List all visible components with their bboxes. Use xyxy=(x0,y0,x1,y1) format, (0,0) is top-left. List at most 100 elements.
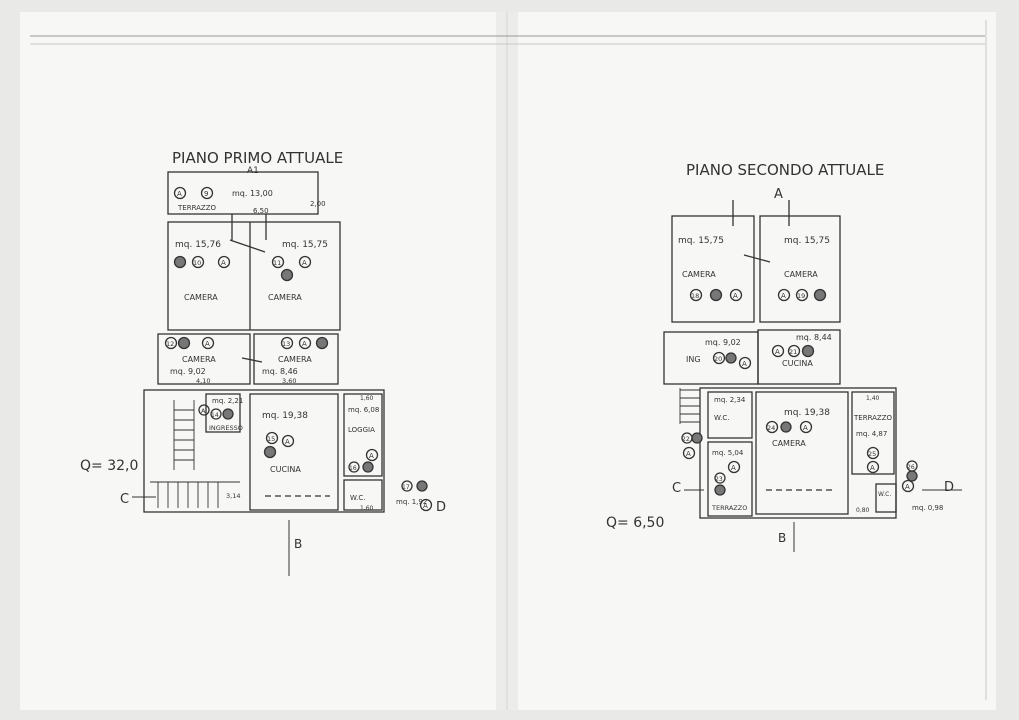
svg-text:A: A xyxy=(686,450,691,458)
camera-small-right-outline xyxy=(253,333,339,385)
wc-outline-r xyxy=(707,391,753,439)
radiator-icon xyxy=(801,344,815,358)
tag-a-icon xyxy=(727,460,741,474)
tag-a-icon xyxy=(281,434,295,448)
svg-text:A: A xyxy=(201,407,206,415)
stairs xyxy=(150,400,240,508)
lower-rooms-outline-r xyxy=(699,387,897,519)
tag-16-icon xyxy=(348,461,360,473)
left-section-b: B xyxy=(294,537,302,551)
svg-text:9: 9 xyxy=(204,190,208,198)
ingresso-outline xyxy=(205,393,241,433)
ingresso-area: mq. 2,21 xyxy=(212,397,243,405)
wc-dim: 1,60 xyxy=(360,505,374,512)
tag-a-icon xyxy=(799,420,813,434)
loggia-dim: 1,60 xyxy=(360,395,374,402)
terrazzo-small-outline xyxy=(707,441,753,517)
tag-a-icon xyxy=(777,288,791,302)
svg-text:A: A xyxy=(369,452,374,460)
svg-text:A: A xyxy=(302,340,307,348)
cucina-small-label: CUCINA xyxy=(782,359,813,368)
terrazzo-small-label: TERRAZZO xyxy=(711,504,747,512)
camera-left-area-r: mq. 15,75 xyxy=(678,236,724,246)
wc-area-r: mq. 2,34 xyxy=(714,396,746,404)
camera-left-label: CAMERA xyxy=(184,293,218,302)
radiator-icon xyxy=(280,268,294,282)
right-section-marker-a: A xyxy=(774,187,783,202)
camera-small-right-dim: 3,60 xyxy=(282,377,296,385)
radiator-icon xyxy=(416,480,428,492)
tag-14-icon xyxy=(210,408,222,420)
right-section-b: B xyxy=(778,531,786,545)
terrazzo-right-area: mq. 4,87 xyxy=(856,430,887,438)
wc-outline xyxy=(343,479,383,511)
tag-25-icon xyxy=(866,446,880,460)
ingresso-label: INGRESSO xyxy=(209,424,243,432)
svg-text:20: 20 xyxy=(714,355,722,363)
cucina-area: mq. 19,38 xyxy=(262,411,308,421)
radiator-icon xyxy=(263,445,277,459)
svg-text:A: A xyxy=(221,259,226,267)
svg-text:A: A xyxy=(803,424,808,432)
svg-text:14: 14 xyxy=(211,412,219,419)
radiator-icon xyxy=(362,461,374,473)
terrace-dim: 6,50 xyxy=(253,207,269,215)
wc-small-area: mq. 0,98 xyxy=(912,504,943,512)
stair-note: 3,14 xyxy=(226,492,240,500)
tag-a-icon xyxy=(298,255,312,269)
left-level-label: Q= 32,0 xyxy=(80,458,138,474)
loggia-area: mq. 6,08 xyxy=(348,406,379,414)
cucina-label: CUCINA xyxy=(270,465,301,474)
camera-right-label-r: CAMERA xyxy=(784,270,818,279)
wc-label-r: W.C. xyxy=(714,414,729,422)
svg-text:A: A xyxy=(905,483,910,491)
tag-a-icon xyxy=(201,336,215,350)
svg-text:19: 19 xyxy=(797,292,805,300)
radiator-icon xyxy=(315,336,329,350)
camera-small-right-label: CAMERA xyxy=(278,355,312,364)
right-plan-title: PIANO SECONDO ATTUALE xyxy=(686,161,884,179)
svg-text:23: 23 xyxy=(715,476,723,483)
tag-23-icon xyxy=(714,472,726,484)
camera-left-label-r: CAMERA xyxy=(682,270,716,279)
loggia-outline xyxy=(343,393,383,477)
camera-big-outline xyxy=(755,391,849,515)
left-section-c: C xyxy=(120,492,129,507)
svg-text:24: 24 xyxy=(767,424,775,432)
ingresso-label-r: ING xyxy=(686,355,701,364)
tag-a-icon xyxy=(738,356,752,370)
svg-text:10: 10 xyxy=(193,259,201,267)
camera-small-left-dim: 4,10 xyxy=(196,377,210,385)
camera-small-left-label: CAMERA xyxy=(182,355,216,364)
tag-a-icon xyxy=(217,255,231,269)
radiator-icon xyxy=(691,432,703,444)
wc-area: mq. 1,92 xyxy=(396,498,427,506)
tag-20-icon xyxy=(712,351,726,365)
radiator-icon xyxy=(177,336,191,350)
upper-rooms-outline xyxy=(167,221,341,331)
svg-text:11: 11 xyxy=(273,259,281,267)
tag-a-icon xyxy=(866,460,880,474)
camera-left-area: mq. 15,76 xyxy=(175,240,221,250)
wc-small-label: W.C. xyxy=(878,491,891,498)
camera-big-label: CAMERA xyxy=(772,439,806,448)
tag-24-icon xyxy=(765,420,779,434)
left-section-d: D xyxy=(436,500,446,515)
camera-right-area-r: mq. 15,75 xyxy=(784,236,830,246)
svg-text:A: A xyxy=(285,438,290,446)
terrace-outline xyxy=(167,171,319,215)
terrace-area: mq. 13,00 xyxy=(232,189,273,198)
svg-text:18: 18 xyxy=(691,292,699,300)
svg-text:22: 22 xyxy=(682,436,690,443)
radiator-icon xyxy=(780,421,792,433)
terrazzo-right-dim: 1,40 xyxy=(866,395,880,402)
svg-text:A: A xyxy=(423,502,428,510)
wc-small-outline xyxy=(875,483,897,513)
left-plan-title: PIANO PRIMO ATTUALE xyxy=(172,149,343,167)
right-section-d: D xyxy=(944,480,954,495)
right-section-c: C xyxy=(672,481,681,496)
terrace-label: TERRAZZO xyxy=(177,204,217,212)
radiator-icon xyxy=(714,484,726,496)
svg-text:A: A xyxy=(742,360,747,368)
